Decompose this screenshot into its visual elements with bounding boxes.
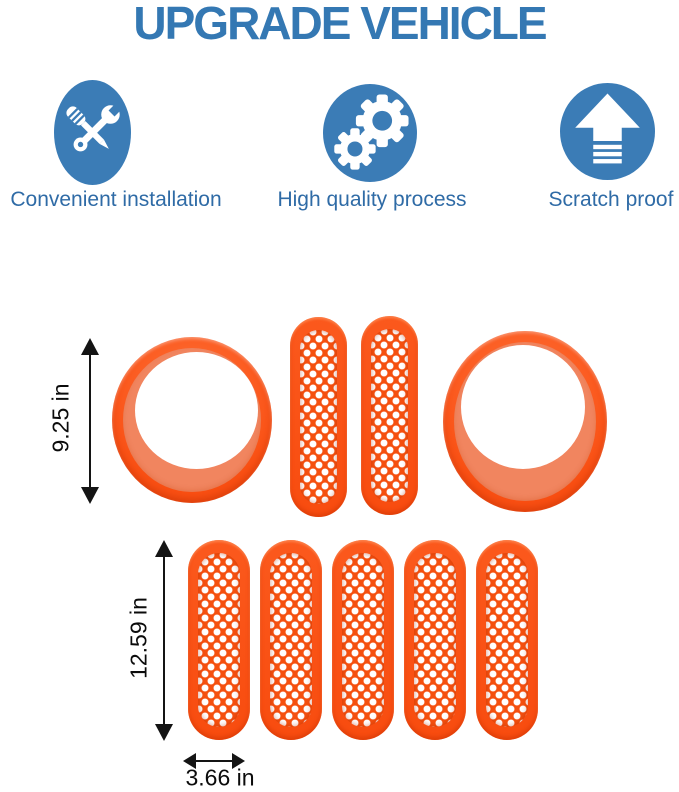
honeycomb-mesh <box>414 553 456 727</box>
insert-width-dimension-label: 3.66 in <box>185 764 255 791</box>
ring-opening <box>135 352 258 469</box>
ring-height-arrowhead-top <box>81 338 99 355</box>
insert-width-arrowhead-right <box>232 753 245 769</box>
honeycomb-mesh-insert <box>476 540 538 740</box>
honeycomb-mesh-insert <box>260 540 322 740</box>
feature-label-high-quality-process: High quality process <box>277 188 467 211</box>
gears-icon <box>323 84 417 182</box>
ring-height-arrowhead-bottom <box>81 487 99 504</box>
honeycomb-mesh-insert <box>332 540 394 740</box>
honeycomb-mesh <box>371 329 408 502</box>
upgrade-arrow-icon <box>560 83 655 180</box>
honeycomb-mesh <box>300 330 337 504</box>
tools-icon-glyph <box>66 102 123 152</box>
grille-ring-trim <box>443 331 607 512</box>
upgrade-arrow-icon-glyph <box>575 93 640 164</box>
honeycomb-mesh <box>342 553 384 727</box>
feature-label-scratch-proof: Scratch proof <box>548 188 674 211</box>
gears-icon-glyph <box>334 94 409 170</box>
insert-height-arrowhead-top <box>155 540 173 557</box>
ring-height-dimension-line <box>89 354 91 487</box>
insert-width-dimension-line <box>196 760 232 762</box>
tools-icon <box>54 80 131 185</box>
ring-opening <box>461 345 585 469</box>
insert-height-dimension-label: 12.59 in <box>125 597 152 679</box>
ring-height-dimension-label: 9.25 in <box>47 383 74 453</box>
honeycomb-mesh <box>486 553 528 727</box>
honeycomb-mesh <box>198 553 240 727</box>
honeycomb-mesh-insert <box>361 316 418 515</box>
honeycomb-mesh-insert <box>404 540 466 740</box>
honeycomb-mesh-insert <box>290 317 347 517</box>
insert-width-arrowhead-left <box>183 753 196 769</box>
honeycomb-mesh-insert <box>188 540 250 740</box>
insert-height-dimension-line <box>163 556 165 724</box>
page-title: UPGRADE VEHICLE <box>133 0 547 49</box>
insert-height-arrowhead-bottom <box>155 724 173 741</box>
feature-label-convenient-installation: Convenient installation <box>10 188 222 211</box>
honeycomb-mesh <box>270 553 312 727</box>
grille-ring-trim <box>112 337 272 503</box>
